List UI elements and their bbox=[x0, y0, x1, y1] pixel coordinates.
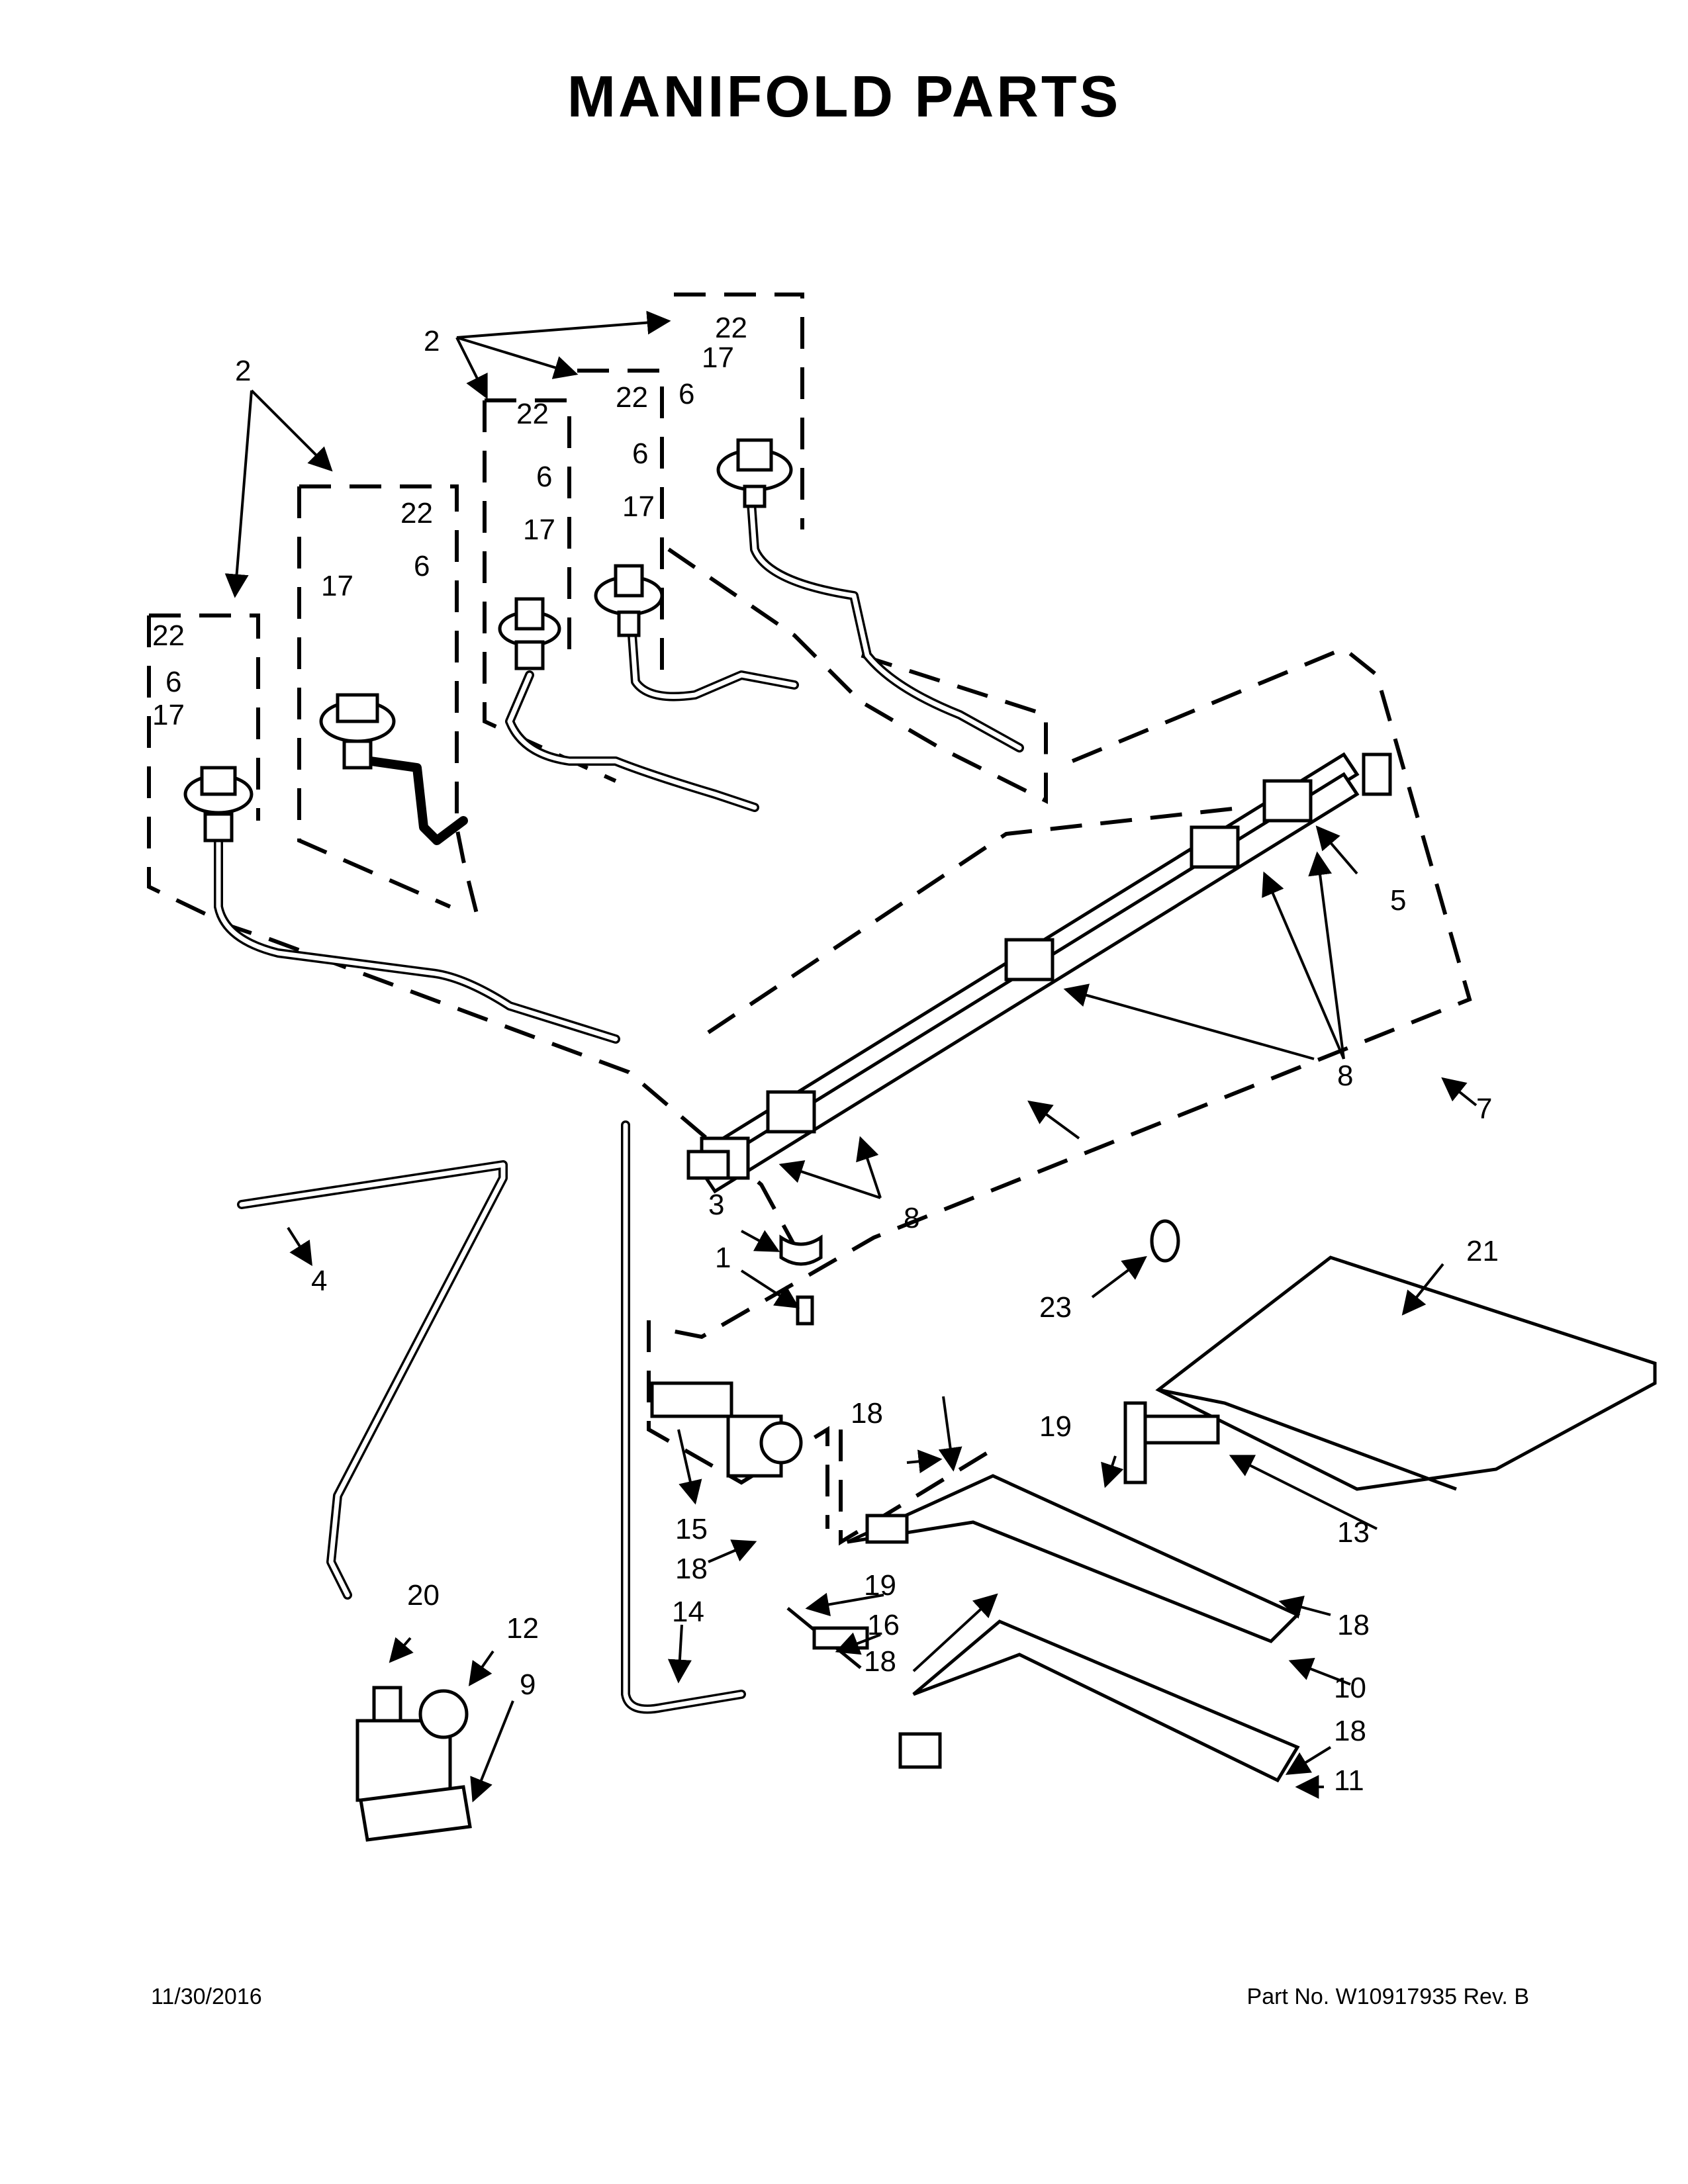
callout-13: 13 bbox=[1337, 1516, 1370, 1549]
callout-18: 18 bbox=[675, 1553, 708, 1585]
callout-20: 20 bbox=[407, 1579, 440, 1612]
clamp-screw bbox=[796, 1295, 814, 1326]
callout-14: 14 bbox=[672, 1596, 704, 1628]
callout-22: 22 bbox=[516, 398, 549, 430]
oven-gas-valve bbox=[355, 1686, 472, 1842]
callout-22: 22 bbox=[152, 619, 185, 652]
burner-valve-2 bbox=[319, 693, 396, 770]
washer bbox=[1150, 1219, 1180, 1263]
callout-19: 19 bbox=[1039, 1410, 1072, 1443]
callout-18: 18 bbox=[1337, 1609, 1370, 1641]
manifold-inlet bbox=[686, 1150, 730, 1180]
callout-15: 15 bbox=[675, 1513, 708, 1545]
manifold-box-7 bbox=[668, 646, 1472, 1340]
burner-tube-2 bbox=[366, 756, 468, 845]
callout-8: 8 bbox=[904, 1202, 919, 1234]
callout-12: 12 bbox=[506, 1612, 539, 1645]
manifold-valve bbox=[700, 779, 1313, 1180]
valve-box-15 bbox=[647, 1320, 829, 1529]
burner-valve-box-2-left bbox=[297, 486, 451, 909]
burner-valve-box-5-links bbox=[667, 547, 1048, 804]
footer-part-number: Part No. W10917935 Rev. B bbox=[1246, 1984, 1529, 2009]
callout-17: 17 bbox=[523, 514, 555, 546]
burner-valve-box-1-top bbox=[149, 614, 260, 821]
page-title: MANIFOLD PARTS bbox=[567, 64, 1121, 129]
callout-18: 18 bbox=[1334, 1715, 1366, 1747]
burner-valve-4 bbox=[594, 564, 664, 637]
broil-burner bbox=[898, 1619, 1300, 1783]
burner-box-10 bbox=[839, 1430, 994, 1546]
callout-18: 18 bbox=[864, 1645, 896, 1678]
callout-7: 7 bbox=[1476, 1093, 1492, 1125]
callout-6: 6 bbox=[632, 437, 648, 470]
heat-shield bbox=[1155, 1255, 1657, 1491]
callout-4: 4 bbox=[311, 1265, 327, 1297]
burner-valve-box-2 bbox=[299, 484, 479, 914]
burner-valve-3 bbox=[498, 597, 561, 670]
callout-21: 21 bbox=[1466, 1235, 1499, 1267]
burner-valve-1 bbox=[183, 766, 254, 842]
burner-tube-1 bbox=[214, 836, 620, 1044]
manifold bbox=[686, 752, 1392, 1194]
callout-3: 3 bbox=[708, 1189, 724, 1221]
callout-9: 9 bbox=[520, 1668, 536, 1701]
manifold-outlet bbox=[1362, 752, 1392, 796]
callout-22: 22 bbox=[616, 381, 648, 414]
footer-date: 11/30/2016 bbox=[151, 1984, 262, 2009]
callout-17: 17 bbox=[321, 570, 353, 602]
callout-11: 11 bbox=[1334, 1764, 1364, 1797]
callout-17: 6 bbox=[679, 378, 694, 410]
manifold-clamp bbox=[779, 1234, 823, 1266]
oven-valve-elbow bbox=[650, 1381, 803, 1478]
bake-burner bbox=[846, 1474, 1301, 1643]
burner-valve-box-5 bbox=[674, 293, 804, 529]
gas-line-4 bbox=[237, 1160, 508, 1600]
manifold-box-7-lower bbox=[707, 805, 1245, 1034]
callout-6: 6 bbox=[414, 550, 430, 582]
callout-6: 6 bbox=[165, 666, 181, 698]
callout-6: 6 bbox=[536, 461, 552, 493]
callout-6: 17 bbox=[702, 341, 734, 374]
callout-10: 10 bbox=[1334, 1672, 1366, 1704]
callout-2: 2 bbox=[424, 325, 440, 357]
callout-22: 22 bbox=[715, 312, 747, 344]
callout-18: 18 bbox=[851, 1397, 883, 1430]
callout-2: 2 bbox=[235, 355, 251, 387]
callout-22: 22 bbox=[400, 497, 433, 529]
callout-19: 19 bbox=[864, 1569, 896, 1602]
callout-5: 5 bbox=[1390, 884, 1406, 917]
callout-23: 23 bbox=[1039, 1291, 1072, 1324]
burner-tube-3 bbox=[505, 670, 759, 812]
callout-17: 17 bbox=[152, 699, 185, 731]
callout-17: 17 bbox=[622, 490, 655, 523]
igniter-16 bbox=[786, 1607, 869, 1669]
callout-16: 16 bbox=[867, 1609, 900, 1641]
burner-valve-box-3 bbox=[485, 398, 571, 655]
burner-valve-box-4 bbox=[577, 369, 664, 675]
burner-valve-box-1 bbox=[147, 615, 803, 1259]
callout-1: 1 bbox=[715, 1242, 731, 1274]
burner-valve-5 bbox=[716, 438, 793, 508]
burner-tube-5 bbox=[747, 498, 1024, 752]
callout-8: 8 bbox=[1337, 1060, 1353, 1092]
igniter-13 bbox=[1123, 1401, 1220, 1484]
